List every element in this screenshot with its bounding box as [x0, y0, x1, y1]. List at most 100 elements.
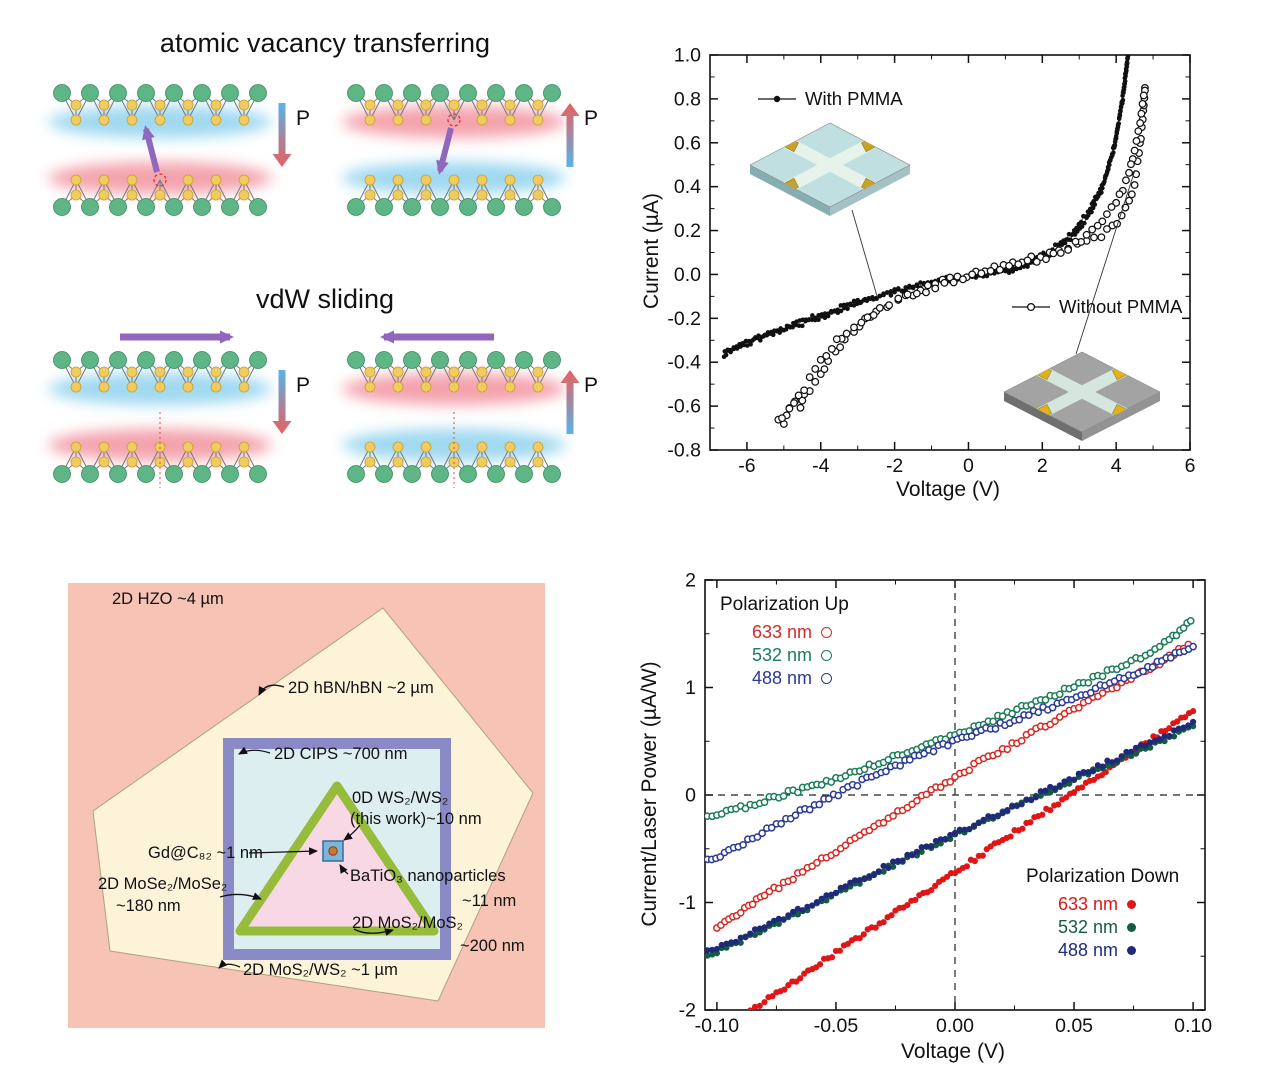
label-arrow: [238, 746, 271, 755]
d-x-axis-label: Voltage (V): [901, 1040, 1005, 1063]
device-inset-with-pmma: [749, 122, 911, 216]
label-mos2mos2-size: ~200 nm: [460, 937, 525, 955]
label-mose2-line2: ~180 nm: [116, 897, 181, 915]
svg-text:0.8: 0.8: [674, 88, 701, 110]
polarization-label: P: [584, 107, 599, 130]
legend-item-label: 488 nm: [1058, 940, 1119, 960]
legend-polarization-down: Polarization Down 633 nm 532 nm 488 nm: [1026, 866, 1179, 963]
svg-text:0.05: 0.05: [1055, 1015, 1093, 1037]
legend-item-label: 633 nm: [752, 622, 813, 642]
svg-text:0: 0: [963, 455, 974, 477]
svg-text:-0.6: -0.6: [667, 396, 701, 418]
leader-line-without-pmma: [1075, 169, 1136, 355]
vacancy-transfer-arrow: [436, 127, 454, 175]
svg-text:-0.05: -0.05: [814, 1015, 859, 1037]
label-arrow: [339, 864, 349, 875]
polarization-label: P: [296, 107, 311, 130]
gd-dot: [328, 846, 338, 856]
responsivity-chart: -0.10 -0.05 0.00 0.05 0.10 -2 -1 0 1 2: [679, 570, 1213, 1038]
series-with-pmma: [721, 55, 1131, 360]
label-ws2-line2: (this work)~10 nm: [350, 810, 482, 828]
d-y-axis-label: Current/Laser Power (µA/W): [638, 661, 661, 927]
svg-text:-0.8: -0.8: [667, 440, 701, 462]
svg-text:4: 4: [1111, 455, 1122, 477]
label-mos2mos2: 2D MoS₂/MoS₂: [352, 914, 463, 932]
svg-text:1.0: 1.0: [674, 45, 701, 67]
vacancy-transfer-arrow: [142, 125, 160, 173]
open-circle-marker: [821, 650, 833, 661]
polarization-label: P: [296, 374, 311, 397]
svg-text:-4: -4: [812, 455, 829, 477]
filled-circle-marker: [1127, 900, 1137, 909]
label-arrow: [258, 684, 285, 696]
filled-circle-marker: [1127, 923, 1137, 932]
label-gd: Gd@C₈₂ ~1 nm: [148, 844, 263, 862]
b-x-axis-label: Voltage (V): [896, 478, 1000, 501]
lattice-diagram: [342, 330, 580, 488]
legend-title: Polarization Down: [1026, 866, 1180, 887]
svg-text:-2: -2: [679, 1000, 696, 1022]
svg-text:0.4: 0.4: [674, 176, 701, 198]
series-without-pmma: [778, 86, 1149, 423]
legend-item: 532 nm: [1026, 917, 1179, 938]
filled-circle-marker: [1127, 946, 1137, 955]
label-arrow: [219, 892, 262, 900]
label-mos2ws2: 2D MoS₂/WS₂ ~1 µm: [243, 961, 398, 979]
b-y-axis-label: Current (µA): [640, 193, 663, 309]
label-arrow: [353, 928, 394, 937]
label-hbn: 2D hBN/hBN ~2 µm: [288, 679, 434, 697]
without-pmma-label: Without PMMA: [1059, 296, 1183, 317]
series-down-488-nm: [705, 718, 1197, 954]
legend-with-pmma: With PMMA: [756, 88, 903, 110]
axes: -0.10 -0.05 0.00 0.05 0.10 -2 -1 0 1 2: [679, 570, 1213, 1038]
legend-polarization-up: Polarization Up 633 nm 532 nm 488 nm: [720, 594, 849, 691]
legend-item-label: 633 nm: [1058, 894, 1119, 914]
svg-text:2: 2: [1037, 455, 1048, 477]
label-hzo: 2D HZO ~4 µm: [112, 590, 224, 608]
legend-item-label: 532 nm: [1058, 917, 1119, 937]
svg-text:0.0: 0.0: [674, 264, 701, 286]
svg-text:-6: -6: [738, 455, 755, 477]
svg-text:1: 1: [685, 677, 696, 699]
polarization-label: P: [584, 374, 599, 397]
svg-text:0.10: 0.10: [1174, 1015, 1212, 1037]
legend-item: 633 nm: [1026, 894, 1179, 915]
svg-text:-0.2: -0.2: [667, 308, 701, 330]
panel-a-title-vacancy: atomic vacancy transferring: [159, 28, 491, 58]
series-without-pmma: [774, 83, 1149, 428]
svg-text:0.2: 0.2: [674, 220, 701, 242]
svg-text:6: 6: [1185, 455, 1196, 477]
svg-text:2: 2: [685, 570, 696, 592]
series-down-633-nm: [747, 708, 1197, 1010]
legend-without-pmma: Without PMMA: [1010, 296, 1182, 318]
svg-text:-1: -1: [679, 892, 696, 914]
label-batio3-line1: BaTiO₃ nanoparticles: [350, 867, 506, 885]
label-arrow: [248, 847, 318, 856]
series-up-532-nm: [705, 617, 1195, 821]
legend-item: 532 nm: [720, 645, 849, 666]
legend-item: 488 nm: [720, 668, 849, 689]
lattice-diagram: [48, 330, 292, 488]
with-pmma-label: With PMMA: [805, 88, 903, 109]
label-ws2-line1: 0D WS₂/WS₂: [352, 789, 449, 807]
legend-item: 488 nm: [1026, 940, 1179, 961]
open-circle-marker: [821, 627, 833, 638]
legend-item: 633 nm: [720, 622, 849, 643]
label-arrow: [343, 824, 361, 841]
lattice-diagram: [342, 84, 580, 216]
legend-item-label: 532 nm: [752, 645, 813, 665]
mechanism-schematics: [48, 84, 580, 488]
svg-text:0.00: 0.00: [936, 1015, 974, 1037]
label-arrow: [218, 959, 241, 969]
open-dot-line-marker: [1012, 302, 1050, 312]
legend-title: Polarization Up: [720, 594, 849, 615]
svg-text:-0.10: -0.10: [695, 1015, 740, 1037]
svg-text:0.6: 0.6: [674, 132, 701, 154]
size-comparison-diagram: [68, 583, 545, 1028]
leader-line-with-pmma: [851, 209, 878, 297]
svg-text:0: 0: [685, 785, 696, 807]
series-up-488-nm: [705, 642, 1197, 864]
